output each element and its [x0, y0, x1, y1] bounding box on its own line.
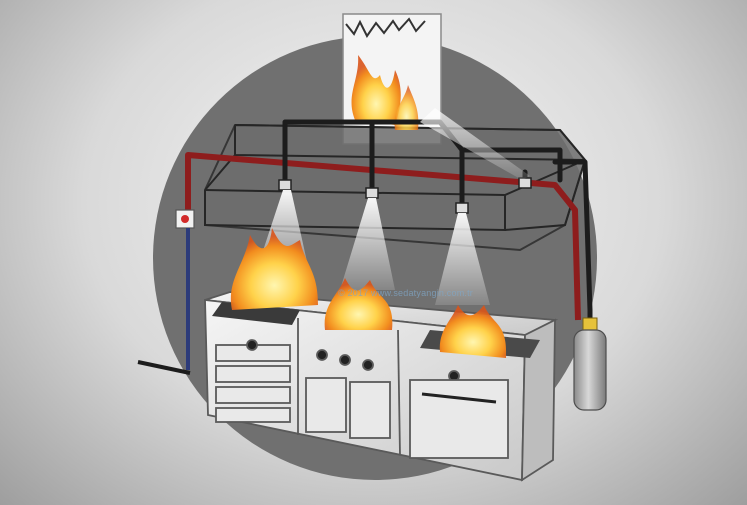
fire-icon — [351, 55, 419, 130]
extinguisher-cylinder-icon — [573, 317, 607, 411]
cabinet-doors — [305, 377, 391, 439]
knobs — [246, 339, 460, 382]
detection-line-red — [185, 152, 581, 321]
manual-pull-station-icon — [137, 209, 195, 375]
watermark: © 2017 www.sedatyangin.com.tr — [338, 288, 473, 298]
drawer-stack — [215, 344, 291, 423]
oven-door — [409, 379, 509, 459]
fire-icon — [230, 228, 507, 358]
